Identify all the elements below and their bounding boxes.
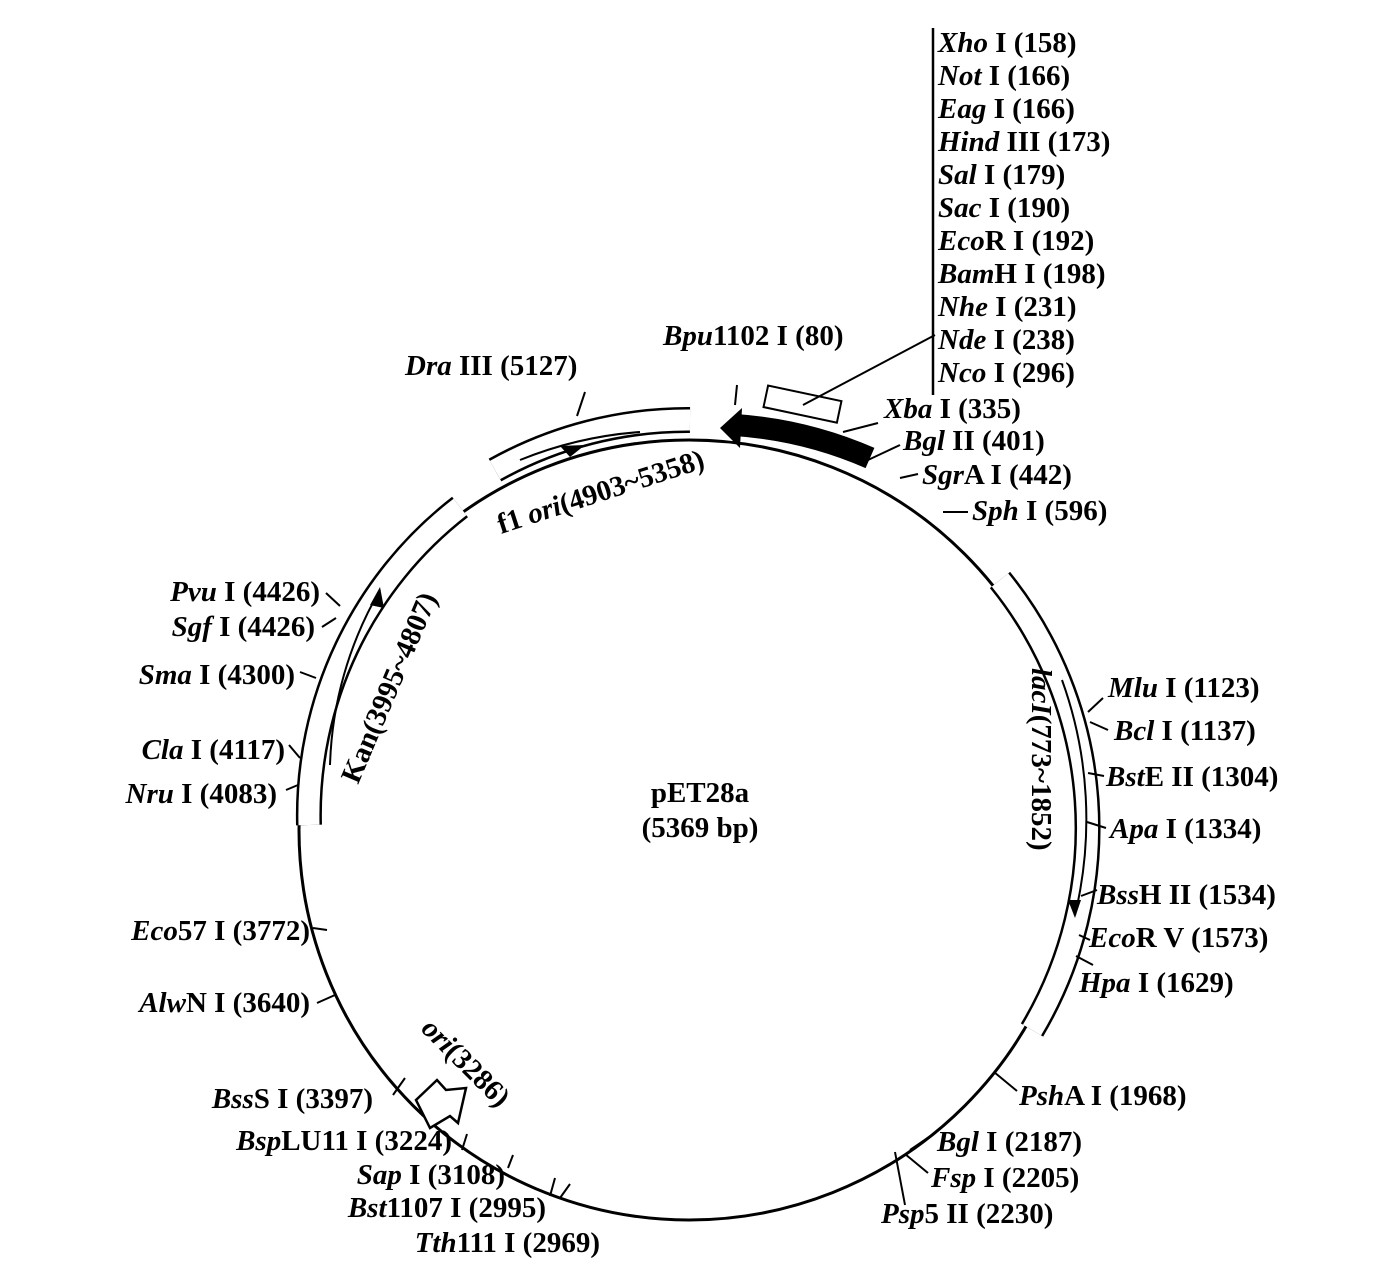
site-label: Fsp I (2205) xyxy=(930,1162,1079,1194)
site-label: EcoR V (1573) xyxy=(1088,922,1268,954)
mcs-site: Sac I (190) xyxy=(938,192,1070,224)
mcs-site: EcoR I (192) xyxy=(937,225,1094,257)
site-label: PshA I (1968) xyxy=(1018,1080,1187,1112)
site-label: Psp5 II (2230) xyxy=(880,1198,1053,1230)
site-dra3: Dra III (5127) xyxy=(404,350,577,382)
plasmid-name: pET28a xyxy=(651,777,750,809)
site-label: SgrA I (442) xyxy=(922,459,1072,491)
site-label: Tth111 I (2969) xyxy=(415,1227,600,1259)
site-label: Eco57 I (3772) xyxy=(130,915,310,947)
kan-arrow xyxy=(329,589,381,766)
site-label: Bgl II (401) xyxy=(902,425,1045,457)
laci-feature xyxy=(989,571,1101,1037)
left-site-labels: Pvu I (4426) Sgf I (4426) Sma I (4300) C… xyxy=(125,576,600,1259)
f1-ori-feature xyxy=(488,406,691,482)
mcs-site: Not I (166) xyxy=(937,60,1070,92)
site-label: BstE II (1304) xyxy=(1105,761,1278,793)
site-label: Nru I (4083) xyxy=(125,778,277,810)
site-label: Pvu I (4426) xyxy=(169,576,320,608)
site-label: BssS I (3397) xyxy=(211,1083,373,1115)
site-label: Xba I (335) xyxy=(883,393,1021,425)
mcs-site: Nde I (238) xyxy=(937,324,1075,356)
mcs-site: Hind III (173) xyxy=(937,126,1110,158)
site-label: BssH II (1534) xyxy=(1096,879,1276,911)
site-label: Sap I (3108) xyxy=(357,1159,505,1191)
kan-feature xyxy=(295,496,468,826)
mcs-box xyxy=(762,384,843,424)
site-label: Sgf I (4426) xyxy=(172,611,315,643)
plasmid-size: (5369 bp) xyxy=(642,812,759,844)
mcs-site: Nco I (296) xyxy=(937,357,1075,389)
mcs-site: Nhe I (231) xyxy=(937,291,1077,323)
mcs-leader xyxy=(802,334,936,406)
site-bpu1102: Bpu1102 I (80) xyxy=(662,320,843,352)
t7-arrowhead xyxy=(720,408,742,448)
site-label: Bst1107 I (2995) xyxy=(347,1192,546,1224)
mcs-site: Xho I (158) xyxy=(937,27,1077,59)
site-label: Mlu I (1123) xyxy=(1107,672,1259,704)
site-label: Sph I (596) xyxy=(972,495,1107,527)
site-label: Apa I (1334) xyxy=(1108,813,1261,845)
mcs-site: BamH I (198) xyxy=(937,258,1106,290)
laci-arrow xyxy=(1061,679,1088,916)
site-label: Bcl I (1137) xyxy=(1113,715,1256,747)
laci-label: lacI(773~1852) xyxy=(1025,668,1057,851)
site-label: AlwN I (3640) xyxy=(137,987,310,1019)
site-label: Cla I (4117) xyxy=(142,734,285,766)
site-label: BspLU11 I (3224) xyxy=(235,1125,452,1157)
ori-arrow xyxy=(414,1078,468,1130)
f1-arrow xyxy=(519,431,641,461)
site-label: Bgl I (2187) xyxy=(936,1126,1082,1158)
mcs-site: Eag I (166) xyxy=(937,93,1075,125)
site-label: Hpa I (1629) xyxy=(1078,967,1234,999)
mcs-site: Sal I (179) xyxy=(938,159,1065,191)
right-site-labels: Xba I (335) Bgl II (401) SgrA I (442) Sp… xyxy=(880,393,1278,1230)
site-ticks xyxy=(285,384,1109,1206)
site-label: Sma I (4300) xyxy=(139,659,295,691)
mcs-site-list: Xho I (158) Not I (166) Eag I (166) Hind… xyxy=(937,27,1110,389)
t7-region xyxy=(734,414,875,469)
svg-text:lacI(773~1852): lacI(773~1852) xyxy=(1025,668,1057,851)
